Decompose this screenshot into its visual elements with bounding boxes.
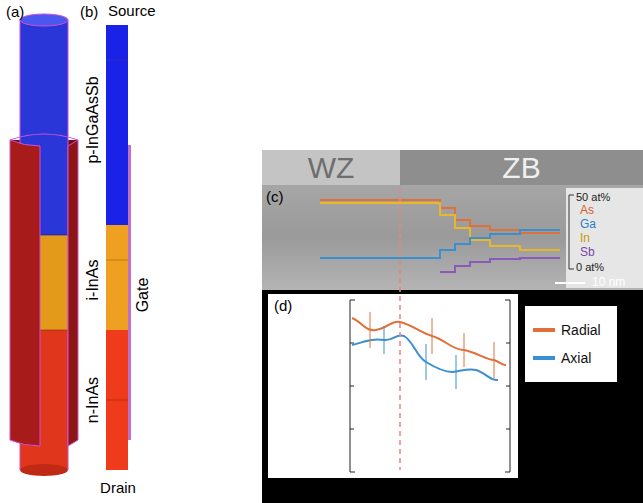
- gate-layer: [128, 145, 131, 440]
- phase-band: WZ: [262, 150, 400, 185]
- legend-sample: [533, 346, 555, 370]
- plot-axes: [350, 300, 510, 472]
- legend-line: [533, 356, 555, 360]
- wire-top: [20, 14, 68, 26]
- legend-label: Axial: [561, 350, 591, 366]
- gate-shell-rim: [10, 134, 78, 140]
- panel-label: (c): [266, 189, 284, 206]
- tem-image: [262, 185, 643, 290]
- panel-label: (b): [80, 4, 98, 21]
- phase-label: ZB: [502, 151, 540, 184]
- scale-bracket: [569, 195, 574, 196]
- scale-bracket: [569, 269, 574, 270]
- panel-label: (d): [274, 298, 292, 315]
- segment-label: i-InAs: [84, 260, 102, 301]
- legend-ground: [566, 188, 643, 288]
- scale-label: 10 nm: [592, 276, 625, 289]
- terminal-label: Gate: [134, 278, 152, 313]
- mesh-line: [106, 400, 128, 401]
- legend-box: RadialAxial: [525, 306, 617, 382]
- mesh-line: [106, 260, 128, 261]
- radial-curve: [352, 318, 506, 365]
- panel-ground: [262, 290, 643, 503]
- phase-label: WZ: [308, 151, 355, 184]
- in-profile: [320, 203, 560, 250]
- p-segment: [106, 25, 128, 225]
- gate-shell-side: [68, 140, 78, 446]
- segment-label: n-InAs: [84, 377, 102, 423]
- plot-area: [268, 294, 518, 478]
- sb-profile: [440, 258, 560, 272]
- phase-band: ZB: [400, 150, 643, 185]
- device-bar: [106, 25, 131, 470]
- legend-entry: Axial: [533, 346, 609, 370]
- terminal-label: Drain: [100, 480, 136, 497]
- nanowire-3d: [10, 14, 78, 476]
- segment-label: p-InGaAsSb: [84, 76, 102, 163]
- legend-sample: [533, 318, 555, 342]
- gate-shell-front: [10, 140, 40, 446]
- legend-label: Radial: [561, 322, 601, 338]
- scale-bracket: [569, 195, 570, 269]
- element-label: Ga: [580, 218, 596, 231]
- scale-bar: [555, 282, 585, 284]
- mesh-line: [106, 60, 128, 61]
- element-label: Sb: [580, 246, 595, 259]
- wire-bottom: [20, 464, 68, 476]
- legend-entry: Radial: [533, 318, 609, 342]
- error-bars: [370, 312, 494, 389]
- ga-profile: [320, 230, 560, 258]
- interface-line: [399, 188, 401, 470]
- element-label: As: [580, 204, 594, 217]
- terminal-label: Source: [108, 3, 156, 20]
- panel-label: (a): [6, 4, 24, 21]
- n-segment: [106, 330, 128, 470]
- axial-curve: [352, 335, 498, 380]
- i-segment: [106, 225, 128, 330]
- legend-line: [533, 328, 555, 332]
- axis-value: 50 at%: [576, 191, 610, 203]
- axis-value: 0 at%: [576, 261, 604, 273]
- element-label: In: [580, 232, 590, 245]
